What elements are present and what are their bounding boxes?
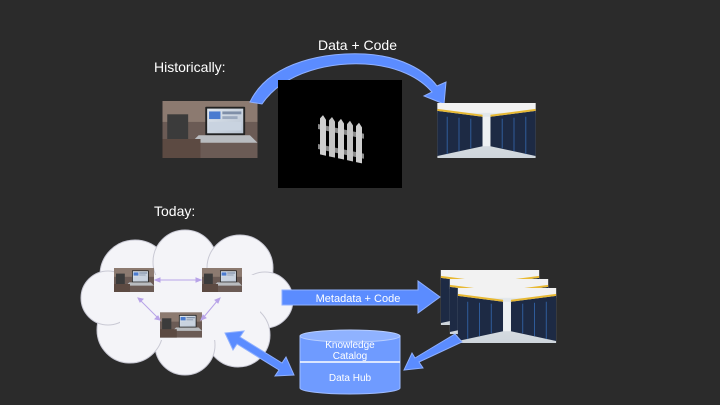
cloud-hub-double-arrow xyxy=(224,330,295,377)
metadata-code-arrow xyxy=(281,280,441,314)
datacenter-stack xyxy=(440,270,557,343)
fence-icon xyxy=(278,80,402,188)
database-icon xyxy=(299,329,401,395)
historical-section xyxy=(162,53,536,188)
cloud-connections xyxy=(137,277,221,321)
metadata-code-label: Metadata + Code xyxy=(316,293,401,305)
catalog-label-line2: Catalog xyxy=(333,351,367,362)
data-code-label: Data + Code xyxy=(318,37,397,53)
today-section xyxy=(80,229,557,395)
data-hub-label: Data Hub xyxy=(329,373,372,384)
datacenter-icon xyxy=(437,103,536,158)
today-label: Today: xyxy=(154,203,196,219)
historically-label: Historically: xyxy=(154,59,226,75)
datacenter-to-hub-arrow xyxy=(403,333,463,371)
cloud-laptop-bottom xyxy=(160,312,202,338)
catalog-label-line1: Knowledge xyxy=(325,340,375,351)
laptop-icon xyxy=(162,101,258,158)
cloud-laptop-left xyxy=(114,268,154,292)
cloud-laptop-right xyxy=(202,268,242,292)
